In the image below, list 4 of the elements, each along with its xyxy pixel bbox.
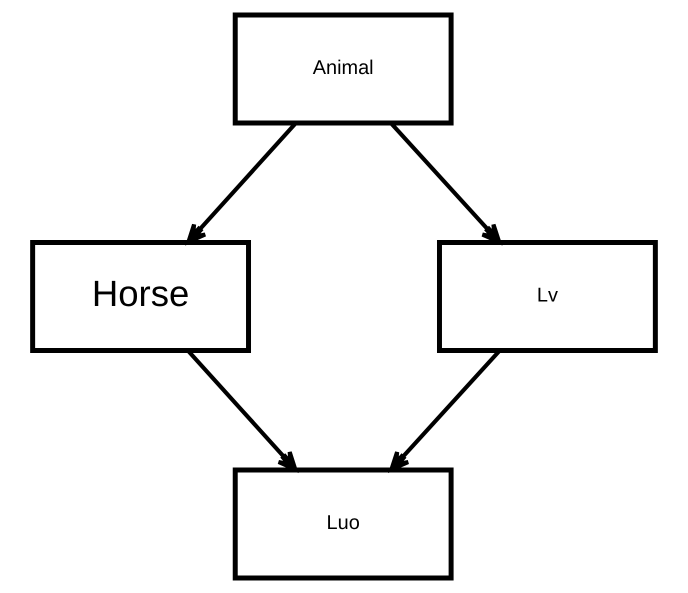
node-box: Lv [437,240,658,353]
node-box: Animal [232,12,454,126]
node-box: Horse [30,240,251,353]
node-box: Luo [232,468,454,580]
